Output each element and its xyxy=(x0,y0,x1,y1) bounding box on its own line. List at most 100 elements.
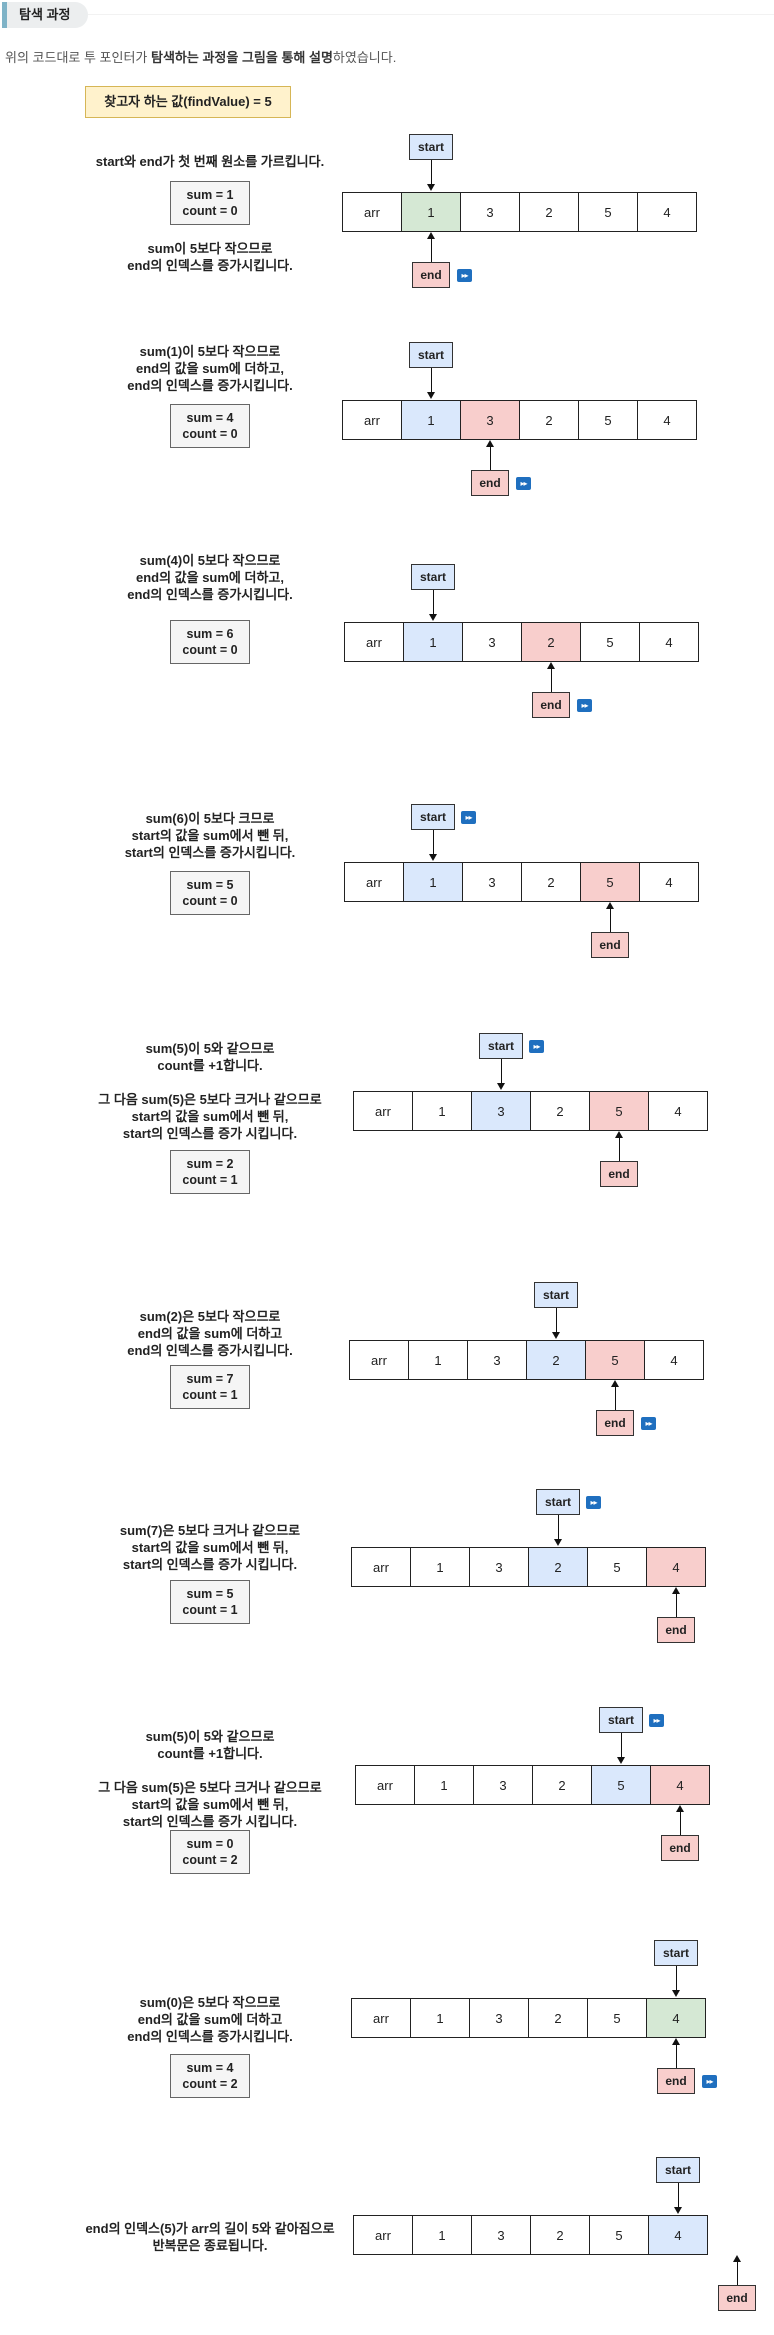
end-arrow-head xyxy=(733,2255,741,2262)
end-arrow-head xyxy=(611,1380,619,1387)
end-arrow-line xyxy=(676,1593,677,1617)
start-arrow-head xyxy=(674,2207,682,2214)
end-arrow-line xyxy=(615,1386,616,1410)
description-line: start의 값을 sum에서 뺀 뒤, xyxy=(131,1797,289,1812)
sum-value: sum = 5 xyxy=(186,878,234,892)
sum-value: sum = 4 xyxy=(186,2061,234,2075)
fast-forward-icon: ▸▸ xyxy=(577,699,592,712)
description-line: start의 인덱스를 증가시킵니다. xyxy=(124,845,296,860)
start-arrow-line xyxy=(433,590,434,615)
array-cell: 5 xyxy=(587,1547,647,1587)
start-arrow-line xyxy=(431,368,432,393)
array-cell: 4 xyxy=(644,1340,704,1380)
array-cell: 4 xyxy=(646,1998,706,2038)
start-pointer: start xyxy=(479,1033,523,1059)
count-value: count = 0 xyxy=(182,204,238,218)
array-cell: 4 xyxy=(648,2215,708,2255)
sum-value: sum = 4 xyxy=(186,411,234,425)
start-arrow-head xyxy=(672,1990,680,1997)
array-label: arr xyxy=(349,1340,409,1380)
note-line: end의 인덱스를 증가시킵니다. xyxy=(127,258,293,273)
array-cell: 2 xyxy=(521,622,581,662)
array-cell: 4 xyxy=(646,1547,706,1587)
fast-forward-icon: ▸▸ xyxy=(516,477,531,490)
end-arrow-head xyxy=(672,1587,680,1594)
end-arrow-head xyxy=(486,440,494,447)
end-pointer: end xyxy=(532,692,570,718)
array-label: arr xyxy=(344,622,404,662)
description-line: end의 인덱스를 증가시킵니다. xyxy=(127,2029,293,2044)
fast-forward-icon: ▸▸ xyxy=(457,269,472,282)
description-line: sum(1)이 5보다 작으므로 xyxy=(139,344,281,359)
end-arrow-line xyxy=(680,1811,681,1835)
array-label: arr xyxy=(353,1091,413,1131)
end-pointer: end xyxy=(661,1835,699,1861)
array-cell: 1 xyxy=(403,622,463,662)
array-cell: 1 xyxy=(403,862,463,902)
array-cell: 2 xyxy=(519,192,579,232)
array-cell: 5 xyxy=(578,192,638,232)
description-line: sum(2)은 5보다 작으므로 xyxy=(139,1309,281,1324)
step-description: start와 end가 첫 번째 원소를 가르킵니다. xyxy=(10,153,410,170)
array-cell: 1 xyxy=(401,192,461,232)
array-cell: 4 xyxy=(637,400,697,440)
description-line: start의 인덱스를 증가 시킵니다. xyxy=(122,1126,298,1141)
array-cell: 5 xyxy=(585,1340,645,1380)
array-cell: 4 xyxy=(639,622,699,662)
fast-forward-icon: ▸▸ xyxy=(461,811,476,824)
start-arrow-line xyxy=(678,2183,679,2208)
intro-text: 위의 코드대로 투 포인터가 탐색하는 과정을 그림을 통해 설명하였습니다. xyxy=(5,47,396,66)
end-arrow-head xyxy=(615,1131,623,1138)
step-note: sum이 5보다 작으므로 end의 인덱스를 증가시킵니다. xyxy=(10,240,410,274)
start-arrow-line xyxy=(676,1966,677,1991)
description-line: sum(6)이 5보다 크므로 xyxy=(145,811,275,826)
start-arrow-head xyxy=(427,392,435,399)
description-line: count를 +1합니다. xyxy=(157,1058,263,1073)
description-line: end의 값을 sum에 더하고, xyxy=(135,361,284,376)
end-pointer: end xyxy=(718,2285,756,2311)
intro-pre: 위의 코드대로 투 포인터가 xyxy=(5,50,152,65)
array-label: arr xyxy=(344,862,404,902)
start-pointer: start xyxy=(411,564,455,590)
description-line: start의 값을 sum에서 뺀 뒤, xyxy=(131,1109,289,1124)
intro-post: 하였습니다. xyxy=(332,50,397,65)
description-line: sum(0)은 5보다 작으므로 xyxy=(139,1995,281,2010)
description-line: 반복문은 종료됩니다. xyxy=(152,2238,268,2253)
count-value: count = 0 xyxy=(182,643,238,657)
array-cell: 2 xyxy=(530,2215,590,2255)
sum-count-box: sum = 5 count = 0 xyxy=(170,871,250,915)
note-line: sum이 5보다 작으므로 xyxy=(147,241,273,256)
description-line xyxy=(10,1074,410,1091)
start-pointer: start xyxy=(409,342,453,368)
array-cell: 4 xyxy=(648,1091,708,1131)
description-line: start의 값을 sum에서 뺀 뒤, xyxy=(131,828,289,843)
fast-forward-icon: ▸▸ xyxy=(529,1040,544,1053)
count-value: count = 0 xyxy=(182,427,238,441)
array-cell: 5 xyxy=(589,2215,649,2255)
description-line: sum(4)이 5보다 작으므로 xyxy=(139,553,281,568)
array-cell: 4 xyxy=(637,192,697,232)
end-arrow-line xyxy=(610,908,611,932)
array-cell: 3 xyxy=(469,1547,529,1587)
fast-forward-icon: ▸▸ xyxy=(641,1417,656,1430)
description-line: sum(5)이 5와 같으므로 xyxy=(145,1041,275,1056)
description-line: end의 값을 sum에 더하고, xyxy=(135,570,284,585)
array-cell: 4 xyxy=(650,1765,710,1805)
sum-value: sum = 2 xyxy=(186,1157,234,1171)
description-line: end의 값을 sum에 더하고 xyxy=(137,2012,283,2027)
description-line: start의 인덱스를 증가 시킵니다. xyxy=(122,1814,298,1829)
array-cell: 1 xyxy=(410,1998,470,2038)
count-value: count = 0 xyxy=(182,894,238,908)
end-pointer: end xyxy=(600,1161,638,1187)
